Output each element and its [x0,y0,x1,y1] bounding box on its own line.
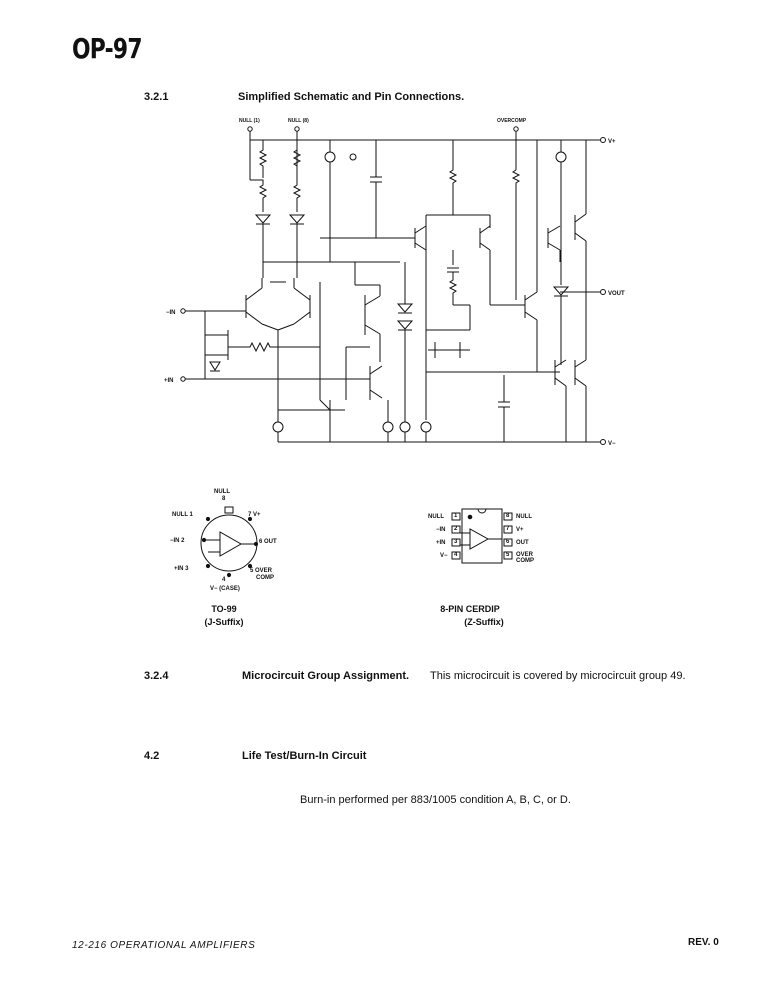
section-number: 3.2.4 [144,670,169,682]
footer-page-label: 12-216 OPERATIONAL AMPLIFIERS [72,940,256,951]
cerdip-pin8-label: NULL [516,514,532,520]
label-null-1: NULL (1) [239,118,260,124]
to99-caption: TO-99 [211,604,237,614]
cerdip-caption: 8-PIN CERDIP [440,604,500,614]
cerdip-pin6-number: 6 [506,539,510,545]
to99-suffix: (J-Suffix) [204,617,244,627]
cerdip-pin5-number: 5 [506,552,510,558]
section-title: Microcircuit Group Assignment. [242,670,410,682]
section-text: This microcircuit is covered by microcir… [430,670,686,682]
cerdip-pin7-number: 7 [506,526,510,532]
label-in-minus: −IN [166,310,176,316]
part-number-title: OP-97 [72,32,143,65]
cerdip-pin5-label-2: COMP [516,558,534,564]
to99-pin8-label: NULL [214,489,230,495]
simplified-schematic: NULL (1) NULL (8) OVERCOMP V+ VOUT V− −I… [164,118,625,447]
section-number: 3.2.1 [144,91,169,103]
footer-revision: REV. 0 [688,937,719,948]
label-vminus: V− [608,441,616,447]
cerdip-pin6-label: OUT [516,540,529,546]
cerdip-pin4-number: 4 [454,552,458,558]
to99-pin1-label: NULL 1 [172,512,193,518]
to99-pin5-label: 5 OVER [250,568,273,574]
section-title: Simplified Schematic and Pin Connections… [238,91,465,103]
cerdip-pin4-label: V− [440,553,448,559]
cerdip-pin1-number: 1 [454,513,458,519]
cerdip-pin2-number: 2 [454,526,458,532]
section-number: 4.2 [144,750,160,762]
to99-pin8-number: 8 [222,496,226,502]
to99-pin4-number: 4 [222,577,226,583]
cerdip-suffix: (Z-Suffix) [464,617,504,627]
cerdip-pin5-label: OVER [516,552,534,558]
cerdip-pin1-label: NULL [428,514,444,520]
cerdip-pin8-number: 8 [506,513,510,519]
burn-in-text: Burn-in performed per 883/1005 condition… [300,794,571,806]
cerdip-pin3-number: 3 [454,539,458,545]
cerdip-package-diagram [451,508,513,564]
label-vplus: V+ [608,139,616,145]
to99-package-diagram [200,506,259,578]
to99-pin6-label: 6 OUT [259,539,277,545]
to99-pin5-label-2: COMP [256,575,274,581]
label-vout: VOUT [608,291,625,297]
section-title: Life Test/Burn-In Circuit [242,750,367,762]
cerdip-pin3-label: +IN [436,540,446,546]
label-in-plus: +IN [164,378,174,384]
cerdip-pin2-label: −IN [436,527,446,533]
to99-pin7-label: 7 V+ [248,512,261,518]
to99-pin3-label: +IN 3 [174,566,189,572]
cerdip-pin7-label: V+ [516,527,524,533]
label-null-8: NULL (8) [288,118,309,124]
to99-pin4-label: V− (CASE) [210,586,240,592]
to99-pin2-label: −IN 2 [170,538,185,544]
label-overcomp: OVERCOMP [497,118,527,124]
